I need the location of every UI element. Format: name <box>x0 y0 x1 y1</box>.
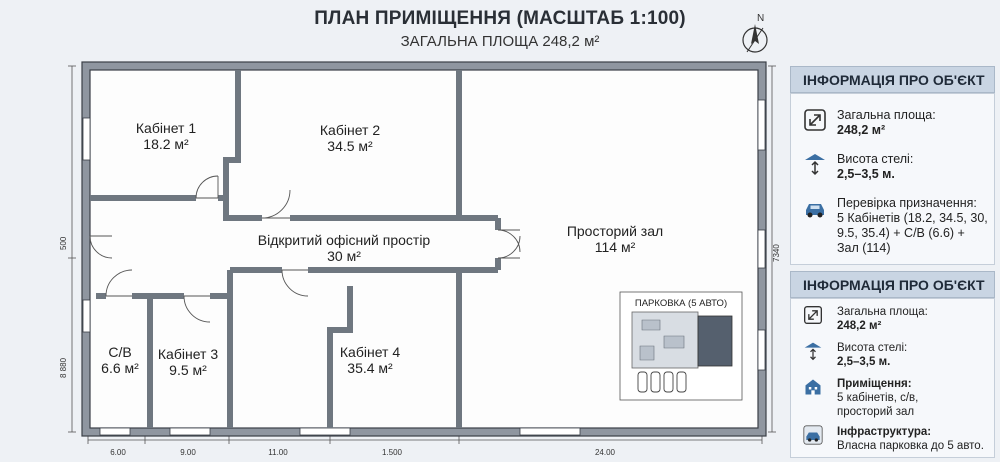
dim-right: 7340 <box>772 244 781 262</box>
room-cabinet2-area: 34.5 м² <box>327 138 373 154</box>
info-purpose-line-1: 5 Кабінетів (18.2, 34.5, 30, <box>837 211 988 225</box>
info-purpose-label: Перевірка призначення: <box>837 196 977 210</box>
floor-plan: N 6.00 9.00 11.00 1.500 24.00 500 8 880 … <box>59 13 781 457</box>
windows <box>82 99 766 436</box>
info-purpose-line-2: 9.5, 35.4) + С/В (6.6) + <box>837 226 965 240</box>
dim-bottom-4: 1.500 <box>382 448 403 457</box>
room-labels: Кабінет 1 18.2 м² Кабінет 2 34.5 м² Відк… <box>101 120 663 378</box>
parking-cars-icon <box>637 371 687 393</box>
info-purpose-line-3: Зал (114) <box>837 241 891 255</box>
dim-bottom-1: 6.00 <box>110 448 126 457</box>
ceiling-height-icon <box>805 154 825 176</box>
room-cabinet4-area: 35.4 м² <box>347 360 393 376</box>
info-panel-2-heading: ІНФОРМАЦІЯ ПРО ОБ'ЄКТ <box>790 271 995 298</box>
info2-rooms-line-2: просторий зал <box>837 406 915 418</box>
room-wc-name: С/В <box>108 344 131 360</box>
info2-infra-value: Власна парковка до 5 авто. <box>837 440 984 452</box>
parking-area: ПАРКОВКА (5 АВТО) <box>619 291 743 401</box>
plan-subtitle: ЗАГАЛЬНА ПЛОЩА 248,2 м² <box>400 33 600 50</box>
room-cabinet4-name: Кабінет 4 <box>340 344 400 360</box>
parking-label: ПАРКОВКА (5 АВТО) <box>635 298 727 309</box>
info2-area-value: 248,2 м² <box>837 320 882 332</box>
dim-bottom-5: 24.00 <box>595 448 616 457</box>
room-cabinet2-name: Кабінет 2 <box>320 122 380 138</box>
dim-left-top: 500 <box>59 236 68 250</box>
info2-rooms-label: Приміщення: <box>837 378 912 390</box>
dimension-lines <box>68 65 776 444</box>
car-icon <box>806 204 824 218</box>
room-cabinet1-name: Кабінет 1 <box>136 120 196 136</box>
car-icon <box>803 425 823 445</box>
room-cabinet1-area: 18.2 м² <box>143 136 189 152</box>
plan-title: ПЛАН ПРИМІЩЕННЯ (МАСШТАБ 1:100) <box>314 8 686 29</box>
room-cabinet3-name: Кабінет 3 <box>158 346 218 362</box>
info2-ceiling-label: Висота стелі: <box>837 342 908 354</box>
dim-bottom-2: 9.00 <box>180 448 196 457</box>
room-wc-area: 6.6 м² <box>101 360 139 376</box>
info-ceiling-value: 2,5–3,5 м. <box>837 167 895 181</box>
doors <box>89 175 521 323</box>
dimension-labels: 6.00 9.00 11.00 1.500 24.00 500 8 880 73… <box>59 236 781 457</box>
info2-area-label: Загальна площа: <box>837 306 928 318</box>
building-icon <box>805 379 821 395</box>
info-area-value: 248,2 м² <box>837 123 886 137</box>
info-panel-2-body: Загальна площа: 248,2 м² Висота стелі: 2… <box>790 298 995 458</box>
north-compass-icon: N <box>742 13 768 53</box>
room-open-office-name: Відкритий офісний простір <box>258 232 431 248</box>
ceiling-height-icon <box>804 342 822 361</box>
room-open-office-area: 30 м² <box>327 248 361 264</box>
dim-left-bottom: 8 880 <box>59 357 68 378</box>
north-label: N <box>757 13 764 24</box>
interior-walls <box>90 70 501 428</box>
info-panel-heading: ІНФОРМАЦІЯ ПРО ОБ'ЄКТ <box>790 66 995 93</box>
info-panel-body: Загальна площа: 248,2 м² Висота стелі: 2… <box>790 93 995 265</box>
info2-infra-label: Інфраструктура: <box>837 426 932 438</box>
room-hall-name: Просторий зал <box>567 223 663 239</box>
dim-bottom-3: 11.00 <box>268 448 288 457</box>
room-cabinet3-area: 9.5 м² <box>169 362 207 378</box>
info-ceiling-label: Висота стелі: <box>837 152 914 166</box>
room-hall-area: 114 м² <box>595 239 636 255</box>
info-area-label: Загальна площа: <box>837 108 936 122</box>
info2-ceiling-value: 2,5–3,5 м. <box>837 356 891 368</box>
info2-rooms-line-1: 5 кабінетів, с/в, <box>837 392 919 404</box>
resize-arrows-icon <box>804 306 822 324</box>
resize-arrows-icon <box>804 109 826 131</box>
